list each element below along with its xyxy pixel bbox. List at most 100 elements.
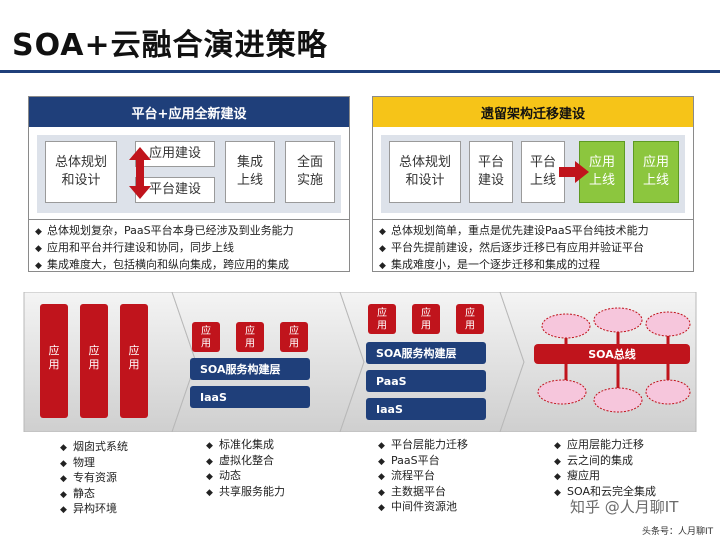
- soa-bus-bar: [534, 344, 690, 364]
- stage3-app-3: [456, 304, 484, 334]
- list-item: ◆平台先提前建设，然后逐步迁移已有应用并验证平台: [379, 240, 649, 257]
- cloud-shape: [593, 387, 643, 413]
- right-arrow-icon: [559, 161, 589, 183]
- stage2-app-label-3: 应用: [289, 324, 299, 350]
- list-item: ◆应用和平台并行建设和协同，同步上线: [35, 240, 294, 257]
- list-item: ◆流程平台: [378, 469, 468, 485]
- evolution-band: 应用 应用 应用 应用 应用 应用 SOA服务构建层 IaaS 应用 应用 应用…: [23, 292, 697, 432]
- diamond-bullet-icon: ◆: [379, 244, 386, 254]
- bidirectional-arrow-icon: [129, 147, 151, 199]
- stage3-app-1: [368, 304, 396, 334]
- diamond-bullet-icon: ◆: [378, 456, 385, 467]
- left-panel-bullets: ◆总体规划复杂，PaaS平台本身已经涉及到业务能力 ◆应用和平台并行建设和协同，…: [35, 223, 294, 274]
- list-item: ◆烟囱式系统: [60, 440, 128, 456]
- right-strategy-panel: 遗留架构迁移建设 总体规划 和设计 平台 建设 平台 上线 应用 上线 应用 上…: [372, 96, 694, 272]
- list-item: ◆PaaS平台: [378, 454, 468, 470]
- left-panel-header: 平台+应用全新建设: [29, 97, 349, 127]
- stage3-app-label-2: 应用: [421, 306, 431, 332]
- stage2-soa-layer: [190, 358, 310, 380]
- list-item: ◆中间件资源池: [378, 500, 468, 516]
- list-item: ◆异构环境: [60, 502, 128, 518]
- right-panel-process: 总体规划 和设计 平台 建设 平台 上线 应用 上线 应用 上线: [381, 135, 685, 213]
- stage3-iaas-layer: [366, 398, 486, 420]
- stage1-characteristics: ◆烟囱式系统 ◆物理 ◆专有资源 ◆静态 ◆异构环境: [60, 440, 128, 518]
- diamond-bullet-icon: ◆: [554, 441, 561, 451]
- stage3-app-2: [412, 304, 440, 334]
- diamond-bullet-icon: ◆: [206, 441, 213, 451]
- stage1-app-bar-3: [120, 304, 148, 418]
- list-item: ◆共享服务能力: [206, 485, 285, 501]
- list-item: ◆应用层能力迁移: [554, 438, 656, 454]
- stage2-soa-layer-label: SOA服务构建层: [200, 362, 281, 376]
- watermark: 知乎 @人月聊IT: [570, 498, 679, 516]
- list-item: ◆云之间的集成: [554, 454, 656, 470]
- list-item: ◆虚拟化整合: [206, 454, 285, 470]
- list-item: ◆SOA和云完全集成: [554, 485, 656, 501]
- cloud-shape: [593, 307, 643, 333]
- list-item: ◆物理: [60, 456, 128, 472]
- stage2-iaas-layer: [190, 386, 310, 408]
- cloud-shape: [645, 311, 691, 337]
- diamond-bullet-icon: ◆: [60, 489, 67, 500]
- list-item: ◆平台层能力迁移: [378, 438, 468, 454]
- diamond-bullet-icon: ◆: [379, 261, 386, 271]
- stage2-app-3: [280, 322, 308, 352]
- left-step-app-build: 应用建设: [135, 141, 215, 167]
- list-item: ◆瘦应用: [554, 469, 656, 485]
- right-step-platform-build: 平台 建设: [469, 141, 513, 203]
- stage2-characteristics: ◆标准化集成 ◆虚拟化整合 ◆动态 ◆共享服务能力: [206, 438, 285, 500]
- cloud-shape: [645, 379, 691, 405]
- stage2-app-label-2: 应用: [245, 324, 255, 350]
- stage1-app-label-1: 应用: [49, 343, 60, 371]
- stage2-app-label-1: 应用: [201, 324, 211, 350]
- right-panel-header: 遗留架构迁移建设: [373, 97, 693, 127]
- diamond-bullet-icon: ◆: [378, 441, 385, 451]
- right-step-platform-launch: 平台 上线: [521, 141, 565, 203]
- diamond-bullet-icon: ◆: [206, 472, 213, 482]
- diamond-bullet-icon: ◆: [378, 472, 385, 482]
- left-step-overall-plan: 总体规划 和设计: [45, 141, 117, 203]
- cloud-shape: [537, 379, 587, 405]
- page-title: SOA+云融合演进策略: [12, 28, 328, 63]
- diamond-bullet-icon: ◆: [35, 227, 42, 237]
- diamond-bullet-icon: ◆: [554, 487, 561, 498]
- left-step-integrate-launch: 集成 上线: [225, 141, 275, 203]
- left-step-full-rollout: 全面 实施: [285, 141, 335, 203]
- stage1-app-label-2: 应用: [89, 343, 100, 371]
- list-item: ◆集成难度大，包括横向和纵向集成，跨应用的集成: [35, 257, 294, 274]
- diamond-bullet-icon: ◆: [60, 458, 67, 469]
- stage1-app-label-3: 应用: [129, 343, 140, 371]
- diamond-bullet-icon: ◆: [35, 261, 42, 271]
- stage3-characteristics: ◆平台层能力迁移 ◆PaaS平台 ◆流程平台 ◆主数据平台 ◆中间件资源池: [378, 438, 468, 516]
- list-item: ◆标准化集成: [206, 438, 285, 454]
- diamond-bullet-icon: ◆: [35, 244, 42, 254]
- list-item: ◆集成难度小，是一个逐步迁移和集成的过程: [379, 257, 649, 274]
- diamond-bullet-icon: ◆: [378, 503, 385, 513]
- diamond-bullet-icon: ◆: [60, 474, 67, 484]
- right-step-app-launch-2: 应用 上线: [633, 141, 679, 203]
- stage3-app-label-3: 应用: [465, 306, 475, 332]
- stage4-characteristics: ◆应用层能力迁移 ◆云之间的集成 ◆瘦应用 ◆SOA和云完全集成: [554, 438, 656, 500]
- stage3-soa-layer-label: SOA服务构建层: [376, 346, 457, 360]
- diamond-bullet-icon: ◆: [554, 472, 561, 482]
- left-panel-divider: [29, 219, 349, 220]
- stage3-paas-layer: [366, 370, 486, 392]
- left-panel-process: 总体规划 和设计 应用建设 平台建设 集成 上线 全面 实施: [37, 135, 341, 213]
- stage1-app-bar-2: [80, 304, 108, 418]
- stage3-soa-layer: [366, 342, 486, 364]
- list-item: ◆动态: [206, 469, 285, 485]
- source-credit: 头条号：人月聊IT: [642, 527, 714, 537]
- right-step-overall-plan: 总体规划 和设计: [389, 141, 461, 203]
- stage1-app-bar-1: [40, 304, 68, 418]
- diamond-bullet-icon: ◆: [379, 227, 386, 237]
- list-item: ◆总体规划简单，重点是优先建设PaaS平台纯技术能力: [379, 223, 649, 240]
- diamond-bullet-icon: ◆: [60, 443, 67, 453]
- right-panel-bullets: ◆总体规划简单，重点是优先建设PaaS平台纯技术能力 ◆平台先提前建设，然后逐步…: [379, 223, 649, 274]
- diamond-bullet-icon: ◆: [206, 487, 213, 498]
- stage3-paas-layer-label: PaaS: [376, 375, 407, 388]
- list-item: ◆静态: [60, 487, 128, 503]
- diamond-bullet-icon: ◆: [378, 487, 385, 498]
- right-panel-divider: [373, 219, 693, 220]
- soa-bus-label: SOA总线: [588, 347, 636, 361]
- stage3-app-label-1: 应用: [377, 306, 387, 332]
